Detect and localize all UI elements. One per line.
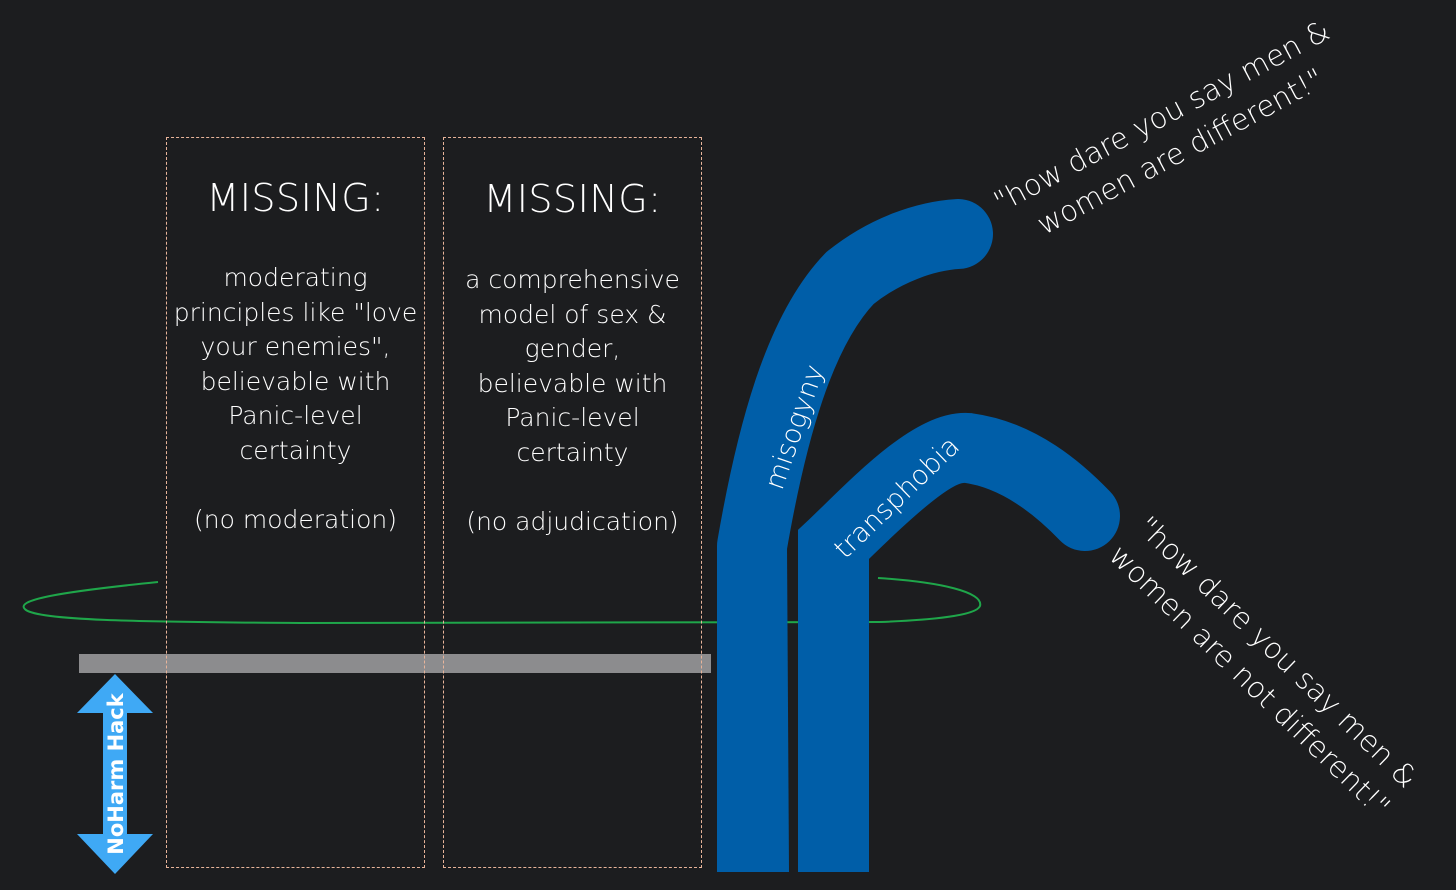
missing-box-moderation: MISSING: moderating principles like "lov… <box>166 137 425 868</box>
double-arrow-icon <box>77 674 153 874</box>
missing-heading: MISSING: <box>483 177 662 221</box>
missing-note: (no adjudication) <box>466 507 679 536</box>
missing-note: (no moderation) <box>194 505 397 534</box>
quote-lower: "how dare you say men & women are not di… <box>1103 510 1425 824</box>
quote-upper: "how dare you say men & women are differ… <box>988 13 1335 241</box>
missing-description: moderating principles like "love your en… <box>173 263 418 465</box>
noharm-hack-label: NoHarm Hack <box>104 692 128 854</box>
transphobia-branch <box>798 413 1120 872</box>
green-ring-front <box>877 577 982 623</box>
missing-description: a comprehensive model of sex & gender, b… <box>465 265 680 467</box>
noharm-bar <box>79 654 711 673</box>
quote-lower-line-2: women are not different!" <box>1103 538 1397 824</box>
quote-upper-line-1: "how dare you say men & <box>988 13 1335 219</box>
green-ring-back <box>22 581 881 625</box>
missing-box-adjudication: MISSING: a comprehensive model of sex & … <box>443 137 702 868</box>
missing-heading: MISSING: <box>206 176 385 220</box>
misogyny-branch <box>717 199 993 872</box>
quote-lower-line-1: "how dare you say men & <box>1131 510 1424 795</box>
